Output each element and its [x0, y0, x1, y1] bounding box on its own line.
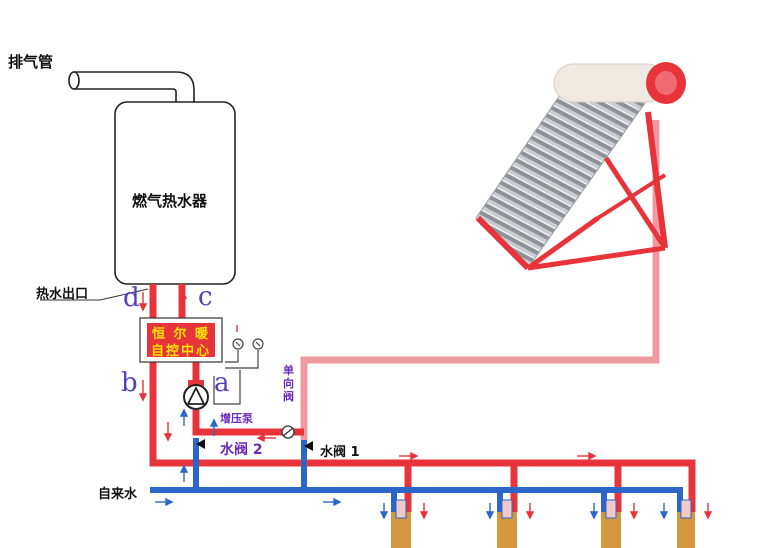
- collector-bottom-rail: [475, 215, 531, 271]
- mixer-1: [395, 499, 407, 519]
- faucet-3: [601, 512, 621, 548]
- hot-flow-arrows: [138, 290, 713, 520]
- collector-strut: [526, 215, 600, 271]
- check-valve-char-1: 单: [283, 364, 294, 377]
- point-b-label: b: [121, 368, 138, 398]
- return-pipe: [192, 410, 304, 436]
- faucet-1: [391, 512, 411, 548]
- mixer-4: [680, 499, 692, 519]
- booster-pump-icon: [183, 380, 209, 410]
- outlet-leader-line: [40, 288, 149, 301]
- collector-cross-brace: [596, 173, 667, 220]
- faucet-fittings: [391, 499, 695, 548]
- exhaust-pipe-opening: [68, 71, 80, 90]
- valve1-icon: [304, 441, 313, 451]
- check-valve-char-2: 向: [283, 377, 294, 390]
- valve1-label: 水阀 1: [320, 445, 360, 460]
- cold-main-pipe: [150, 487, 683, 512]
- solar-water-heater: [475, 62, 686, 271]
- gas-water-heater: [114, 101, 236, 285]
- hot-water-outlet-label: 热水出口: [36, 287, 89, 302]
- exhaust-pipe-label: 排气管: [8, 53, 54, 71]
- collector-side-brace: [603, 156, 668, 250]
- control-box-line2: 自控中心: [150, 344, 211, 359]
- control-box-line1: 恒 尔 暖: [151, 327, 211, 342]
- tank-end-cap-inner: [655, 71, 677, 95]
- point-a-label: a: [214, 368, 230, 398]
- faucet-2: [497, 512, 517, 548]
- point-d-label: d: [123, 283, 140, 313]
- control-box-panel: [147, 323, 215, 357]
- solar-supply-pipe: [300, 120, 660, 440]
- mixer-2: [501, 499, 513, 519]
- heater-label: 燃气热水器: [132, 192, 208, 210]
- valve2-label: 水阀 2: [220, 442, 263, 458]
- check-valve-icon: [281, 425, 295, 439]
- tap-water-label: 自来水: [98, 487, 138, 502]
- faucet-4: [677, 512, 695, 548]
- cold-water-pipes: [150, 438, 683, 512]
- check-valve-label: 单 向 阀: [283, 364, 294, 403]
- check-valve-char-3: 阀: [283, 390, 294, 403]
- collector-base-rail: [527, 245, 666, 271]
- cold-flow-arrows: [155, 408, 669, 520]
- booster-pump-label: 增压泵: [220, 412, 253, 425]
- hot-water-pipes: [149, 284, 696, 512]
- exhaust-pipe: [73, 71, 195, 105]
- valve2-icon: [196, 439, 205, 449]
- mixer-3: [605, 499, 617, 519]
- pressure-gauges: [213, 338, 264, 405]
- hot-main-pipe: [149, 358, 696, 512]
- point-c-label: c: [198, 282, 213, 312]
